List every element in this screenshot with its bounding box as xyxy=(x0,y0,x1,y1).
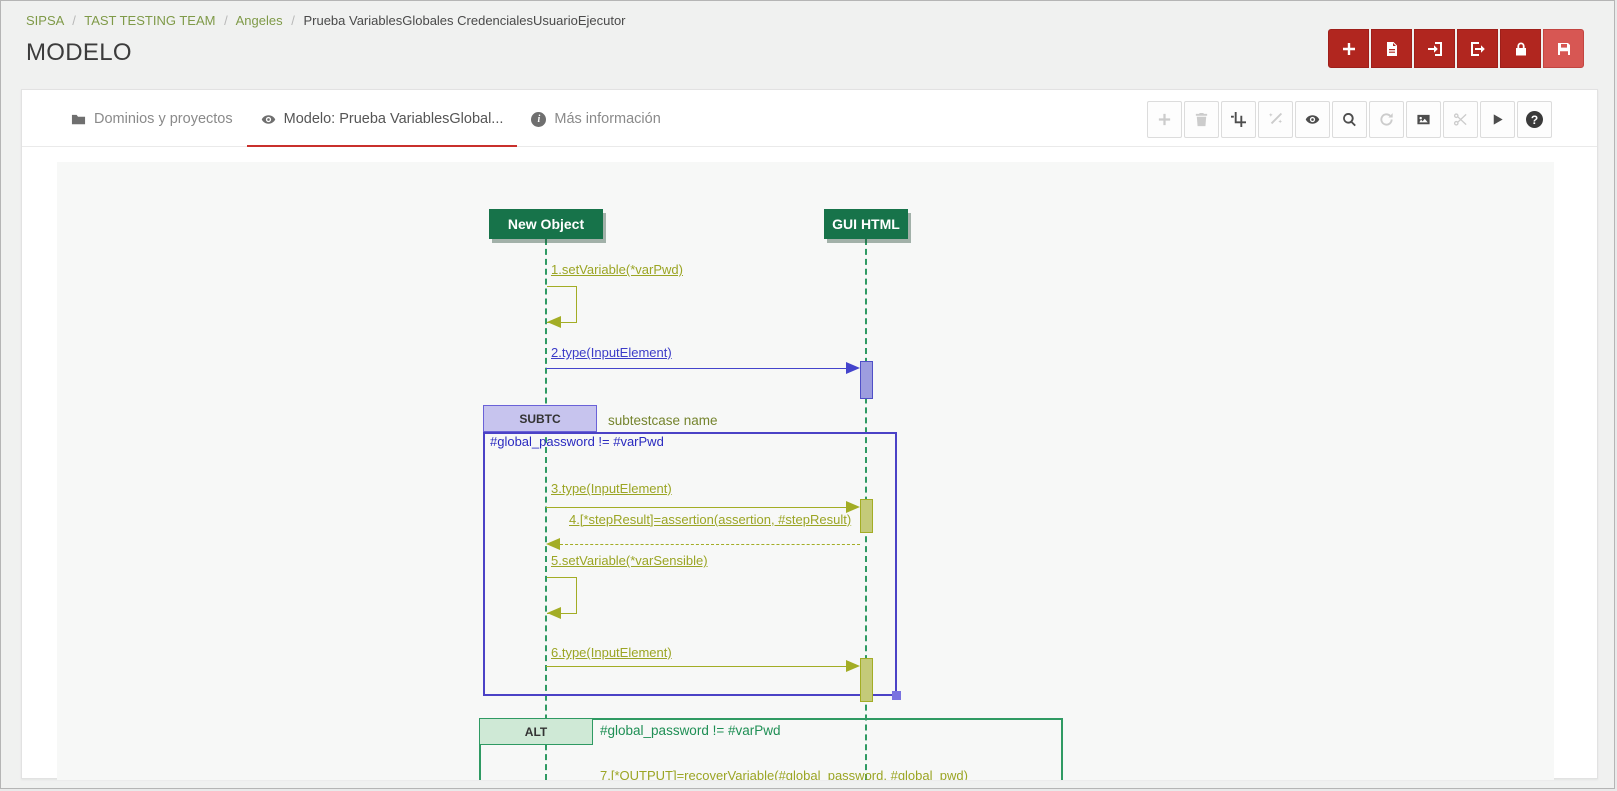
breadcrumb-link-project[interactable]: Angeles xyxy=(236,13,283,28)
folder-icon xyxy=(71,112,86,127)
message-3-line xyxy=(546,507,846,508)
message-2-label[interactable]: 2.type(InputElement) xyxy=(551,345,672,360)
breadcrumb: SIPSA / TAST TESTING TEAM / Angeles / Pr… xyxy=(26,13,1614,28)
message-2-arrowhead xyxy=(846,362,860,374)
zoom-button[interactable] xyxy=(1332,101,1367,138)
activation-bar-olive[interactable] xyxy=(860,658,873,702)
plus-icon xyxy=(1341,41,1357,57)
sign-out-icon xyxy=(1470,41,1486,57)
message-1-label[interactable]: 1.setVariable(*varPwd) xyxy=(551,262,683,277)
breadcrumb-separator: / xyxy=(291,13,295,28)
tab-modelo[interactable]: Modelo: Prueba VariablesGlobal... xyxy=(247,111,518,146)
preview-button[interactable] xyxy=(1295,101,1330,138)
diagram-toolbar: ? xyxy=(1147,101,1552,138)
breadcrumb-current: Prueba VariablesGlobales CredencialesUsu… xyxy=(303,13,625,28)
fragment-alt-condition[interactable]: #global_password != #varPwd xyxy=(600,723,780,738)
crop-button[interactable] xyxy=(1221,101,1256,138)
image-icon xyxy=(1416,112,1431,127)
add-button[interactable] xyxy=(1328,29,1369,68)
save-button[interactable] xyxy=(1543,29,1584,68)
tab-label: Dominios y proyectos xyxy=(94,111,233,127)
info-icon: i xyxy=(531,112,546,127)
message-3-label[interactable]: 3.type(InputElement) xyxy=(551,481,672,496)
report-icon xyxy=(1384,41,1400,57)
header-action-toolbar xyxy=(1328,29,1584,68)
message-4-label[interactable]: 4.[*stepResult]=assertion(assertion, #st… xyxy=(569,512,851,527)
eye-icon xyxy=(261,112,276,127)
lock-button[interactable] xyxy=(1500,29,1541,68)
model-card: Dominios y proyectos Modelo: Prueba Vari… xyxy=(21,89,1598,779)
breadcrumb-separator: / xyxy=(224,13,228,28)
message-6-arrowhead xyxy=(846,660,860,672)
message-2-line xyxy=(546,368,846,369)
sign-in-button[interactable] xyxy=(1414,29,1455,68)
breadcrumb-link-team[interactable]: TAST TESTING TEAM xyxy=(84,13,215,28)
fragment-resize-handle[interactable] xyxy=(892,691,901,700)
tab-bar: Dominios y proyectos Modelo: Prueba Vari… xyxy=(22,90,1597,147)
help-icon: ? xyxy=(1526,111,1543,128)
report-button[interactable] xyxy=(1371,29,1412,68)
zoom-icon xyxy=(1342,112,1357,127)
trash-icon xyxy=(1194,112,1209,127)
breadcrumb-link-sipsa[interactable]: SIPSA xyxy=(26,13,64,28)
fragment-subtc-operator[interactable]: SUBTC xyxy=(483,405,597,432)
magic-wand-icon xyxy=(1268,112,1283,127)
tab-mas-informacion[interactable]: i Más información xyxy=(517,111,674,146)
message-7-label[interactable]: 7.[*OUTPUT]=recoverVariable(#global_pass… xyxy=(600,768,968,780)
fragment-subtc-name[interactable]: subtestcase name xyxy=(608,413,718,428)
message-5-label[interactable]: 5.setVariable(*varSensible) xyxy=(551,553,708,568)
image-button[interactable] xyxy=(1406,101,1441,138)
actor-gui-html[interactable]: GUI HTML xyxy=(824,209,908,239)
message-5-arrowhead xyxy=(547,607,561,619)
tab-label: Modelo: Prueba VariablesGlobal... xyxy=(284,111,504,127)
message-1-arrowhead xyxy=(547,316,561,328)
sign-in-icon xyxy=(1427,41,1443,57)
cut-button[interactable] xyxy=(1443,101,1478,138)
help-button[interactable]: ? xyxy=(1517,101,1552,138)
play-icon xyxy=(1490,112,1505,127)
breadcrumb-separator: / xyxy=(72,13,76,28)
fragment-subtc-condition[interactable]: #global_password != #varPwd xyxy=(490,434,664,449)
fragment-alt-operator[interactable]: ALT xyxy=(479,718,593,745)
plus-icon xyxy=(1157,112,1172,127)
refresh-button[interactable] xyxy=(1369,101,1404,138)
message-6-label[interactable]: 6.type(InputElement) xyxy=(551,645,672,660)
magic-wand-button[interactable] xyxy=(1258,101,1293,138)
eye-icon xyxy=(1305,112,1320,127)
refresh-icon xyxy=(1379,112,1394,127)
actor-new-object[interactable]: New Object xyxy=(489,209,603,239)
run-button[interactable] xyxy=(1480,101,1515,138)
crop-icon xyxy=(1231,112,1246,127)
save-icon xyxy=(1556,41,1572,57)
scissors-icon xyxy=(1453,112,1468,127)
activation-bar-olive[interactable] xyxy=(860,499,873,533)
activation-bar-blue[interactable] xyxy=(860,361,873,399)
message-4-arrowhead xyxy=(546,538,560,550)
message-6-line xyxy=(546,666,846,667)
sequence-diagram-canvas[interactable]: New Object GUI HTML 1.setVariable(*varPw… xyxy=(57,162,1554,780)
delete-button[interactable] xyxy=(1184,101,1219,138)
tab-label: Más información xyxy=(554,111,660,127)
sign-out-button[interactable] xyxy=(1457,29,1498,68)
lock-icon xyxy=(1513,41,1529,57)
tab-dominios-y-proyectos[interactable]: Dominios y proyectos xyxy=(57,111,247,146)
message-4-line xyxy=(560,544,860,545)
add-element-button[interactable] xyxy=(1147,101,1182,138)
